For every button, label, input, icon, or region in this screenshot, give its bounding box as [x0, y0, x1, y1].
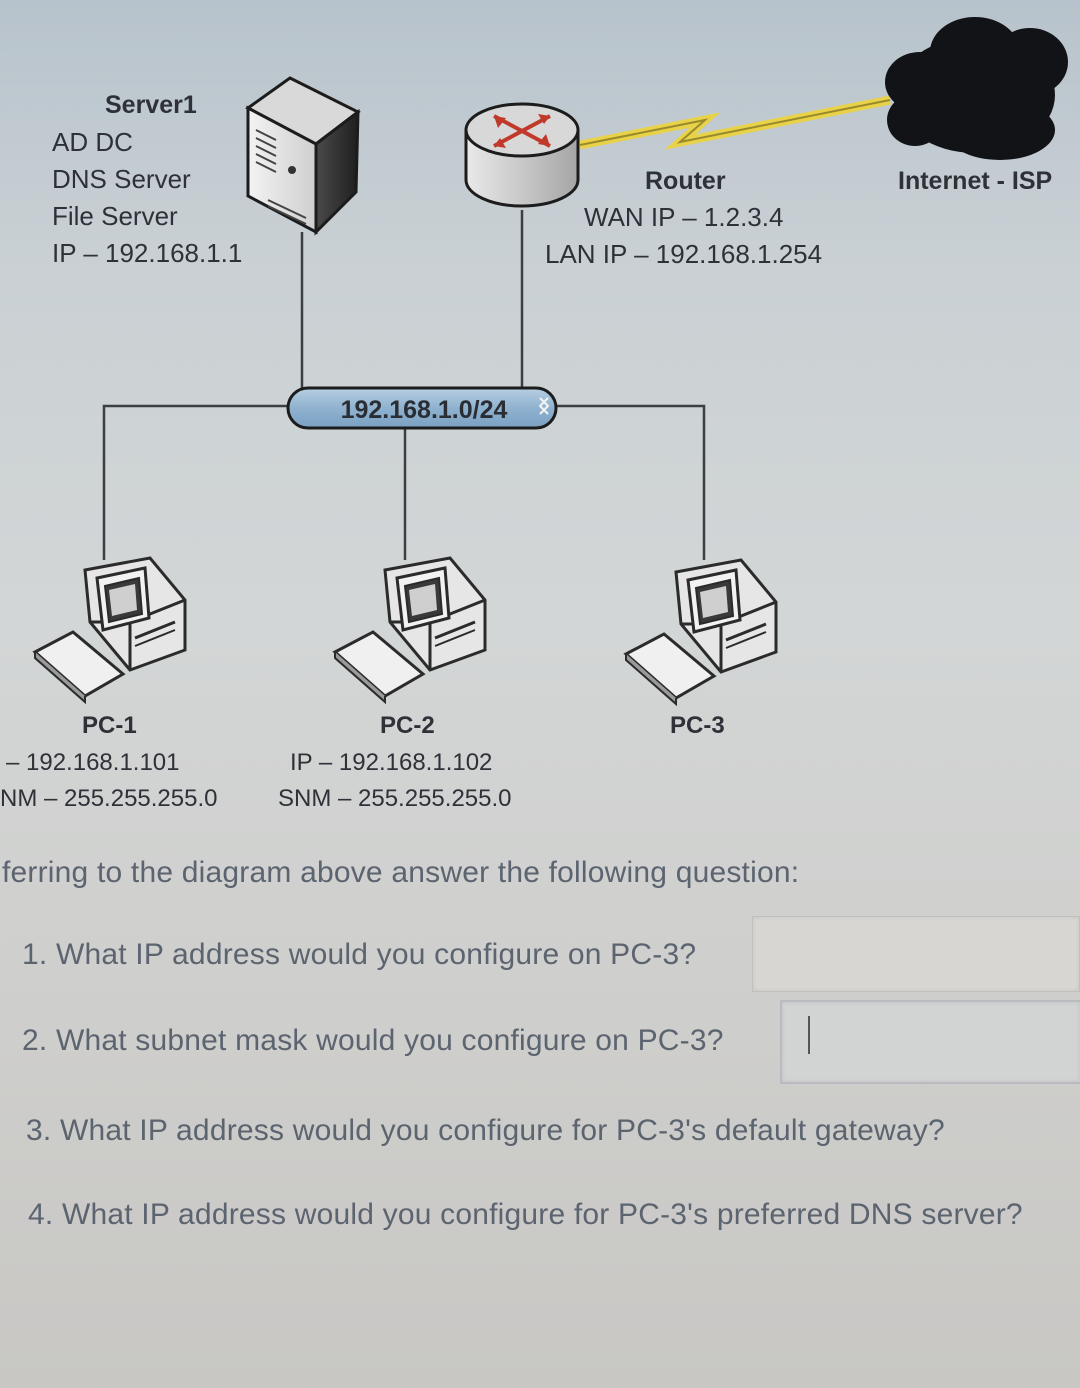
question-4: 4. What IP address would you configure f…: [28, 1198, 1023, 1231]
question-1: 1. What IP address would you configure o…: [22, 938, 697, 971]
server-role-file: File Server: [52, 201, 178, 231]
pc-1-snm: NM – 255.255.255.0: [0, 785, 218, 812]
pc-1-name: PC-1: [82, 712, 137, 739]
router-name: Router: [645, 167, 726, 195]
pc-3-icon: [624, 558, 778, 706]
answer-2-input[interactable]: [780, 1000, 1080, 1084]
switch-icon: [286, 386, 558, 430]
network-wires: [102, 210, 706, 560]
internet-label: Internet - ISP: [898, 167, 1053, 195]
question-3: 3. What IP address would you configure f…: [26, 1114, 945, 1147]
pc-2-ip: IP – 192.168.1.102: [290, 749, 493, 776]
server-role-dns: DNS Server: [52, 164, 191, 194]
router-icon: [464, 102, 580, 208]
pc-3-name: PC-3: [670, 712, 725, 739]
wan-link: [579, 95, 891, 150]
pc-2-icon: [333, 556, 487, 704]
server-ip: IP – 192.168.1.1: [52, 238, 243, 268]
pc-2-snm: SNM – 255.255.255.0: [278, 785, 512, 812]
question-prompt: ferring to the diagram above answer the …: [2, 856, 800, 889]
router-lan-ip: LAN IP – 192.168.1.254: [545, 239, 823, 269]
network-diagram: 192.168.1.0/24: [33, 17, 1068, 706]
pc-1-ip: – 192.168.1.101: [6, 749, 180, 776]
server-role-ad: AD DC: [52, 127, 133, 157]
pc-2-name: PC-2: [380, 712, 435, 739]
pc-1-icon: [33, 556, 187, 704]
router-wan-ip: WAN IP – 1.2.3.4: [584, 202, 784, 232]
subnet-label: 192.168.1.0/24: [341, 396, 508, 424]
text-caret: [808, 1016, 810, 1054]
question-2: 2. What subnet mask would you configure …: [22, 1024, 724, 1057]
server-name: Server1: [105, 91, 197, 119]
answer-1-input[interactable]: [752, 916, 1080, 992]
server-icon: [245, 76, 361, 236]
internet-cloud-icon: [885, 17, 1068, 160]
